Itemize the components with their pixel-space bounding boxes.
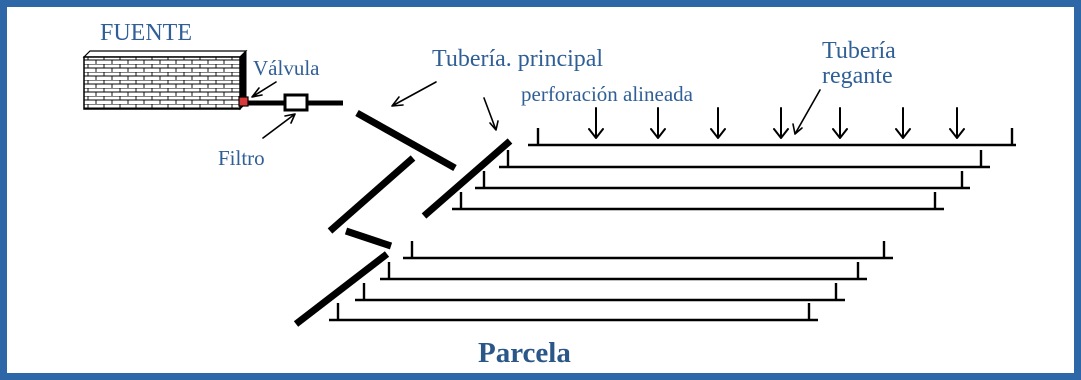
source-block	[82, 49, 248, 111]
lateral-pipe	[329, 303, 818, 322]
lateral-pipe	[452, 192, 944, 211]
arrow-down-icon	[588, 107, 604, 139]
irrigating-pipe-label-line1: Tubería	[822, 38, 896, 64]
arrow-down-icon	[773, 107, 789, 139]
arrow-down-icon	[710, 107, 726, 139]
irrigating-pipe-label-line2: regante	[822, 63, 893, 89]
filter-label: Filtro	[218, 146, 265, 170]
valve-pointer-arrow	[251, 81, 277, 98]
filter-icon	[283, 93, 309, 112]
perforation-pointer-arrow	[483, 97, 499, 131]
supply-pipe	[248, 93, 343, 112]
arrow-down-icon	[949, 107, 965, 139]
perforation-label: perforación alineada	[521, 82, 694, 106]
filter-pointer-arrow	[262, 113, 296, 139]
lateral-pipes	[329, 128, 1016, 322]
lateral-pipe	[475, 171, 970, 190]
arrow-down-icon	[832, 107, 848, 139]
lateral-pipe	[355, 283, 845, 302]
perforation-arrows	[588, 107, 965, 139]
pointer-arrows	[251, 81, 821, 139]
main-pipe-label: Tubería. principal	[432, 46, 603, 72]
valve-icon	[238, 96, 249, 107]
lateral-pipe	[403, 241, 893, 260]
main-pipe	[293, 109, 513, 327]
valve-label: Válvula	[253, 56, 320, 80]
lateral-pipe	[499, 150, 990, 169]
lateral-pipe	[380, 262, 867, 281]
main-pipe-pointer-arrow	[391, 81, 437, 107]
arrow-down-icon	[650, 107, 666, 139]
source-label: FUENTE	[100, 20, 192, 46]
plot-label: Parcela	[478, 337, 571, 369]
lateral-pointer-arrow	[792, 89, 821, 135]
lateral-pipe	[528, 128, 1016, 147]
arrow-down-icon	[895, 107, 911, 139]
